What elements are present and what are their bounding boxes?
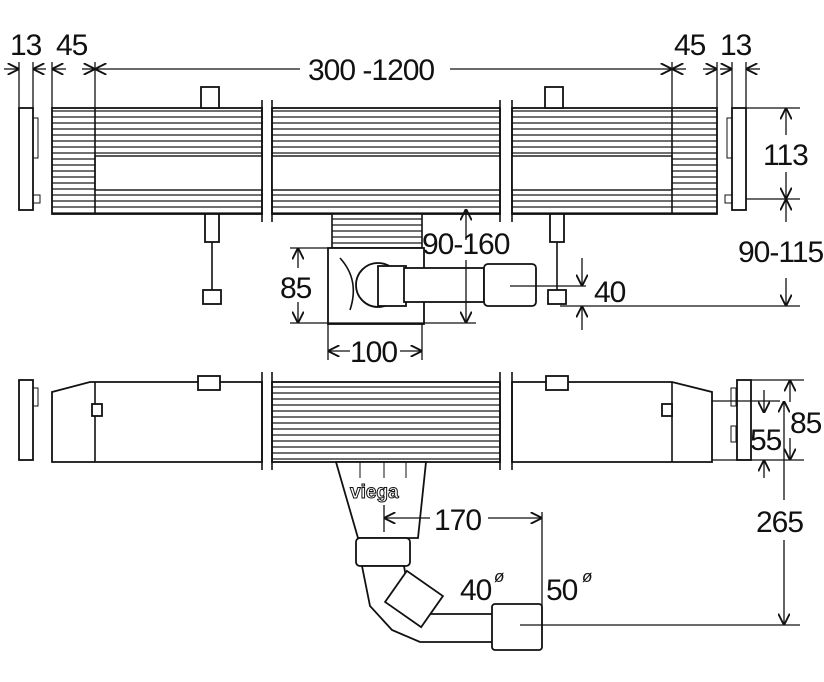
dim-end-cap-left: 13	[10, 29, 42, 62]
dim-end-cap-right: 13	[720, 29, 752, 62]
outlet-box	[327, 213, 537, 325]
dim-end-segment-right: 45	[674, 29, 706, 62]
top-view	[18, 86, 747, 325]
dim-installation-height: 90-115	[738, 236, 824, 269]
dim-pipe-diameter-large: 50	[546, 574, 578, 607]
dim-outlet-box-height: 85	[280, 272, 312, 305]
diameter-symbol-small: ø	[494, 567, 504, 586]
dim-total-depth: 265	[756, 506, 803, 539]
brand-logo: viega	[350, 482, 399, 503]
dim-foot-height: 40	[594, 276, 626, 309]
dim-length-range: 300 -1200	[308, 54, 434, 87]
side-dimensions: 85 55 265 170 40 ø 50 ø	[383, 379, 823, 630]
dim-inner-height: 55	[750, 424, 782, 457]
channel-body	[51, 86, 718, 222]
end-cap-right-side	[730, 379, 752, 461]
diameter-symbol-large: ø	[582, 567, 592, 586]
adjustable-foot-left	[202, 213, 222, 305]
end-cap-left	[18, 107, 41, 211]
dim-pipe-diameter-small: 40	[460, 574, 492, 607]
adjustable-foot-right	[547, 213, 567, 305]
side-view: viega	[18, 372, 752, 651]
end-cap-right	[724, 107, 747, 211]
end-cap-left-side	[18, 379, 39, 461]
dim-end-segment-left: 45	[56, 29, 88, 62]
drain-outlet-pipe: viega	[334, 461, 543, 651]
dim-outlet-height: 90-160	[422, 228, 510, 261]
dim-channel-height: 113	[763, 139, 808, 172]
dim-outlet-offset: 170	[434, 504, 481, 537]
dim-outlet-box-width: 100	[350, 336, 397, 369]
dim-end-height: 85	[790, 407, 822, 440]
top-dimensions: 13 45 300 -1200 45 13 113 90-115 40 90-1…	[4, 29, 824, 369]
